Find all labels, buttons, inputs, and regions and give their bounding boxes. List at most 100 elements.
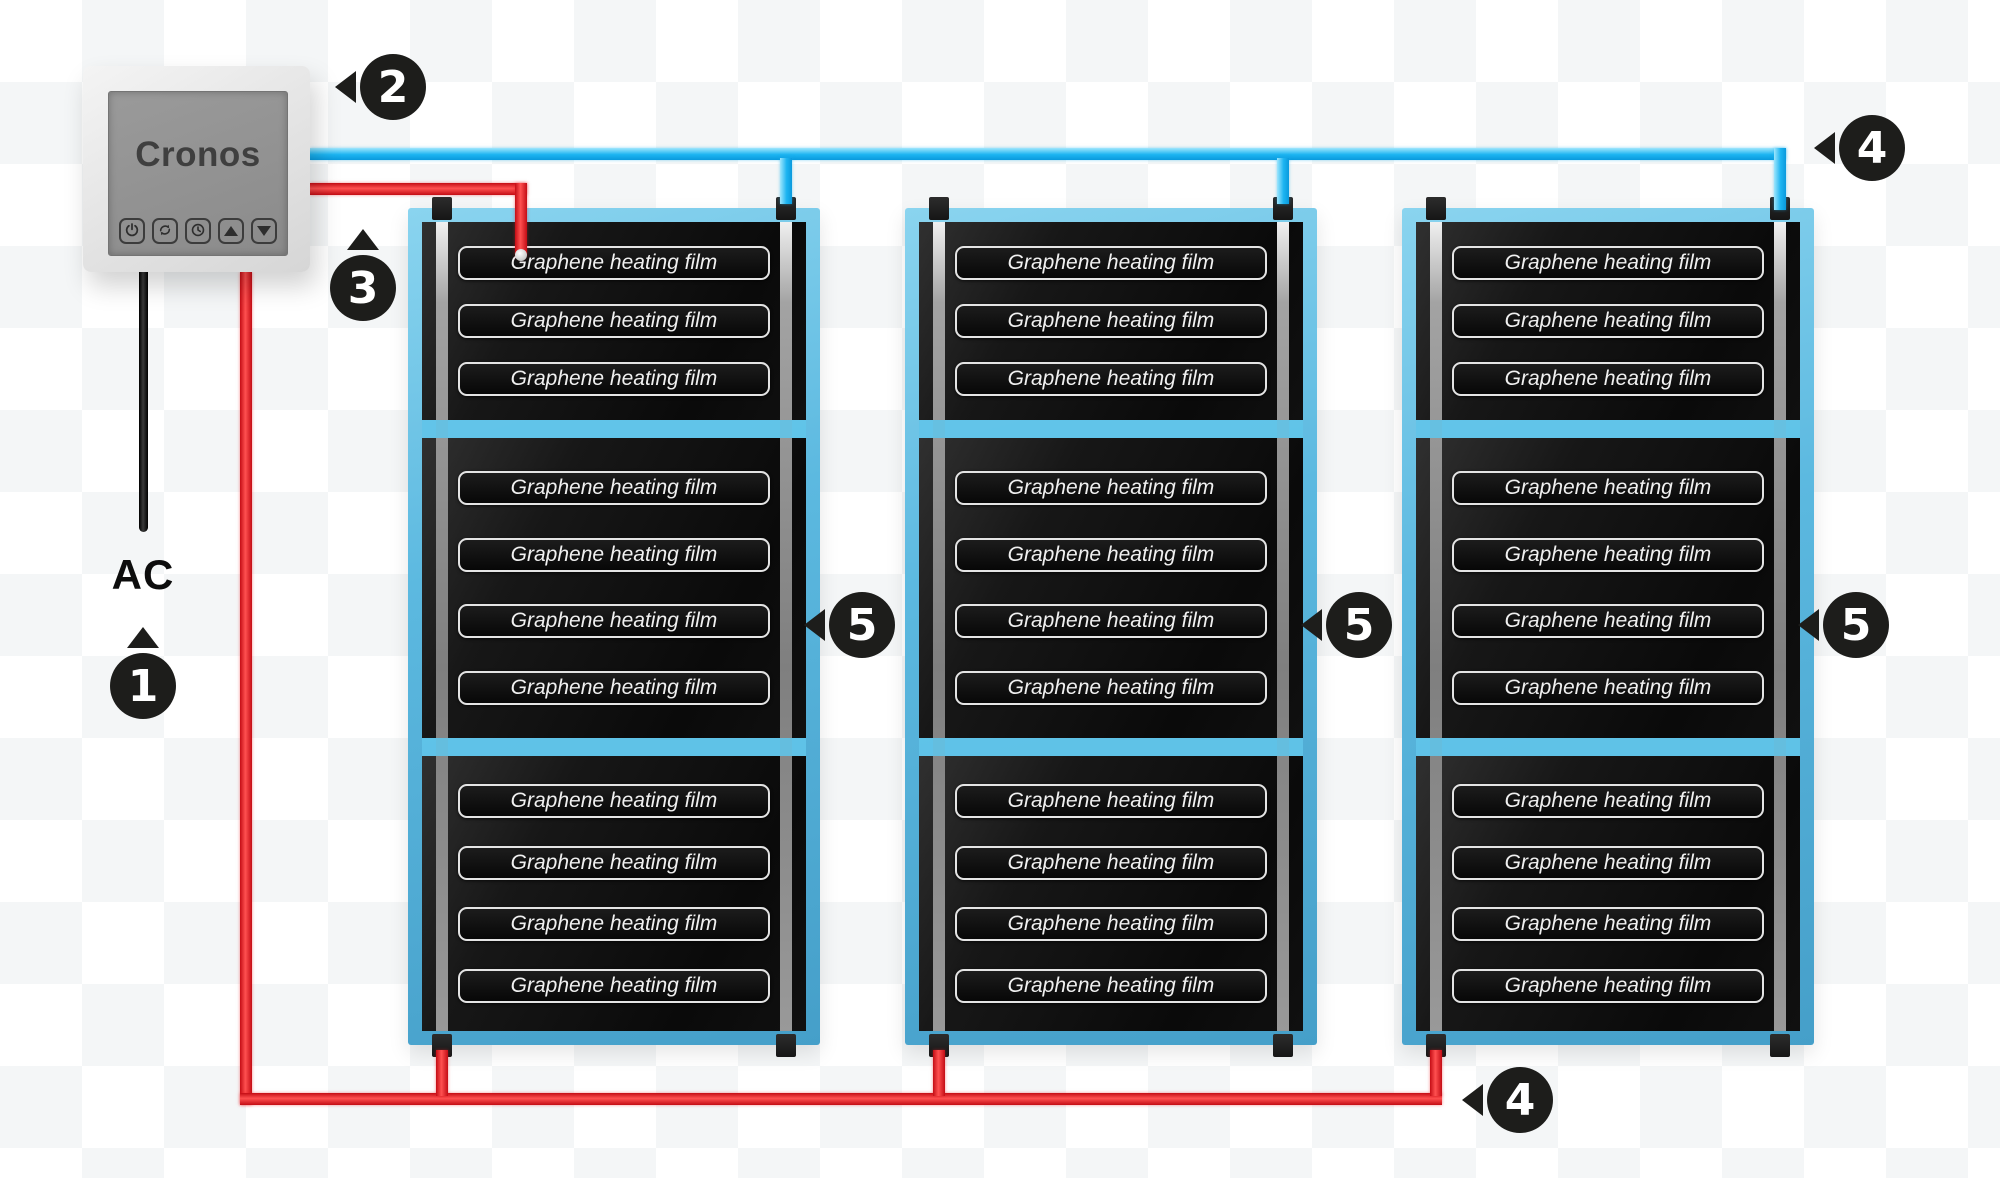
live-wire-top-drop bbox=[515, 183, 527, 259]
terminal-connector-tl bbox=[432, 197, 452, 220]
panel-frame-divider bbox=[422, 738, 806, 756]
heating-film-strip: Graphene heating film bbox=[458, 246, 770, 280]
heating-film-strip: Graphene heating film bbox=[1452, 470, 1764, 505]
callout-5-panel-3: 5 bbox=[1798, 592, 1889, 658]
terminal-connector-tl bbox=[929, 197, 949, 220]
terminal-connector-br bbox=[776, 1034, 796, 1057]
heating-film-strip: Graphene heating film bbox=[955, 362, 1267, 396]
heating-film-strip: Graphene heating film bbox=[955, 304, 1267, 338]
terminal-connector-br bbox=[1273, 1034, 1293, 1057]
heating-film-strip: Graphene heating film bbox=[458, 362, 770, 396]
callout-arrow-up-icon bbox=[347, 229, 379, 250]
heating-film-strip: Graphene heating film bbox=[458, 470, 770, 505]
callout-4-top: 4 bbox=[1814, 115, 1905, 181]
copper-busbar-left bbox=[933, 222, 945, 1031]
terminal-connector-br bbox=[1770, 1034, 1790, 1057]
sync-arrows-icon bbox=[157, 222, 173, 241]
heating-film-strip: Graphene heating film bbox=[1452, 537, 1764, 572]
callout-number: 4 bbox=[1856, 122, 1888, 174]
power-icon bbox=[124, 222, 140, 241]
heating-film-strip: Graphene heating film bbox=[1452, 304, 1764, 338]
ac-power-label: AC bbox=[111, 551, 175, 598]
live-wire-bottom-bus bbox=[240, 1093, 1442, 1105]
callout-arrow-left-icon bbox=[1814, 132, 1835, 164]
live-wire-branch-panel-1 bbox=[436, 1050, 448, 1096]
heating-film-strip: Graphene heating film bbox=[458, 604, 770, 639]
heating-film-strip: Graphene heating film bbox=[458, 845, 770, 880]
callout-arrow-up-icon bbox=[127, 627, 159, 648]
heating-film-strip: Graphene heating film bbox=[955, 604, 1267, 639]
callout-arrow-left-icon bbox=[804, 609, 825, 641]
neutral-wire-top-bus bbox=[310, 148, 1786, 160]
callout-number: 2 bbox=[377, 61, 409, 113]
callout-number: 4 bbox=[1504, 1074, 1536, 1126]
ac-supply-wire bbox=[139, 272, 148, 532]
live-wire-branch-panel-3 bbox=[1430, 1050, 1442, 1096]
callout-arrow-left-icon bbox=[1798, 609, 1819, 641]
callout-1: 1 bbox=[110, 627, 176, 719]
callout-arrow-left-icon bbox=[335, 71, 356, 103]
heating-film-strip: Graphene heating film bbox=[955, 246, 1267, 280]
panel-frame-divider bbox=[1416, 738, 1800, 756]
callout-5-panel-1: 5 bbox=[804, 592, 895, 658]
copper-busbar-right bbox=[780, 222, 792, 1031]
callout-5-panel-2: 5 bbox=[1301, 592, 1392, 658]
panel-frame-divider bbox=[1416, 420, 1800, 438]
heating-film-strip: Graphene heating film bbox=[458, 671, 770, 706]
heating-film-strip: Graphene heating film bbox=[1452, 845, 1764, 880]
thermostat-screen: Cronos bbox=[108, 91, 288, 256]
callout-2: 2 bbox=[335, 54, 426, 120]
panel-frame-divider bbox=[422, 420, 806, 438]
heating-film-strip: Graphene heating film bbox=[955, 969, 1267, 1004]
live-wire-left-vertical bbox=[240, 272, 252, 1105]
callout-4-bottom: 4 bbox=[1462, 1067, 1553, 1133]
callout-number: 5 bbox=[1840, 599, 1872, 651]
heating-film-strip: Graphene heating film bbox=[1452, 671, 1764, 706]
copper-busbar-right bbox=[1774, 222, 1786, 1031]
panel-frame-divider bbox=[919, 420, 1303, 438]
heating-film-strip: Graphene heating film bbox=[955, 907, 1267, 942]
callout-3: 3 bbox=[330, 229, 396, 321]
callout-arrow-left-icon bbox=[1301, 609, 1322, 641]
heating-film-strip: Graphene heating film bbox=[1452, 907, 1764, 942]
live-wire-top-horizontal bbox=[310, 183, 527, 195]
heating-film-strip: Graphene heating film bbox=[955, 671, 1267, 706]
mode-button[interactable] bbox=[152, 218, 178, 244]
wire-end-terminal-dot bbox=[515, 249, 527, 261]
heating-film-strip: Graphene heating film bbox=[955, 783, 1267, 818]
timer-button[interactable] bbox=[185, 218, 211, 244]
heating-film-strip: Graphene heating film bbox=[458, 537, 770, 572]
live-wire-branch-panel-2 bbox=[933, 1050, 945, 1096]
terminal-connector-tl bbox=[1426, 197, 1446, 220]
temp-down-button[interactable] bbox=[251, 218, 277, 244]
copper-busbar-left bbox=[436, 222, 448, 1031]
heating-film-strip: Graphene heating film bbox=[1452, 969, 1764, 1004]
neutral-wire-drop-panel-2 bbox=[1277, 158, 1289, 204]
temp-up-button[interactable] bbox=[218, 218, 244, 244]
power-button[interactable] bbox=[119, 218, 145, 244]
heating-film-strip: Graphene heating film bbox=[955, 470, 1267, 505]
clock-icon bbox=[190, 222, 206, 241]
heating-film-strip: Graphene heating film bbox=[458, 907, 770, 942]
heating-film-strip: Graphene heating film bbox=[1452, 362, 1764, 396]
heating-film-strip: Graphene heating film bbox=[1452, 783, 1764, 818]
copper-busbar-right bbox=[1277, 222, 1289, 1031]
heating-film-strip: Graphene heating film bbox=[458, 783, 770, 818]
heating-film-strip: Graphene heating film bbox=[955, 537, 1267, 572]
panel-frame-divider bbox=[919, 738, 1303, 756]
triangle-down-icon bbox=[257, 226, 271, 236]
thermostat-button-row bbox=[109, 218, 287, 255]
callout-number: 5 bbox=[1343, 599, 1375, 651]
